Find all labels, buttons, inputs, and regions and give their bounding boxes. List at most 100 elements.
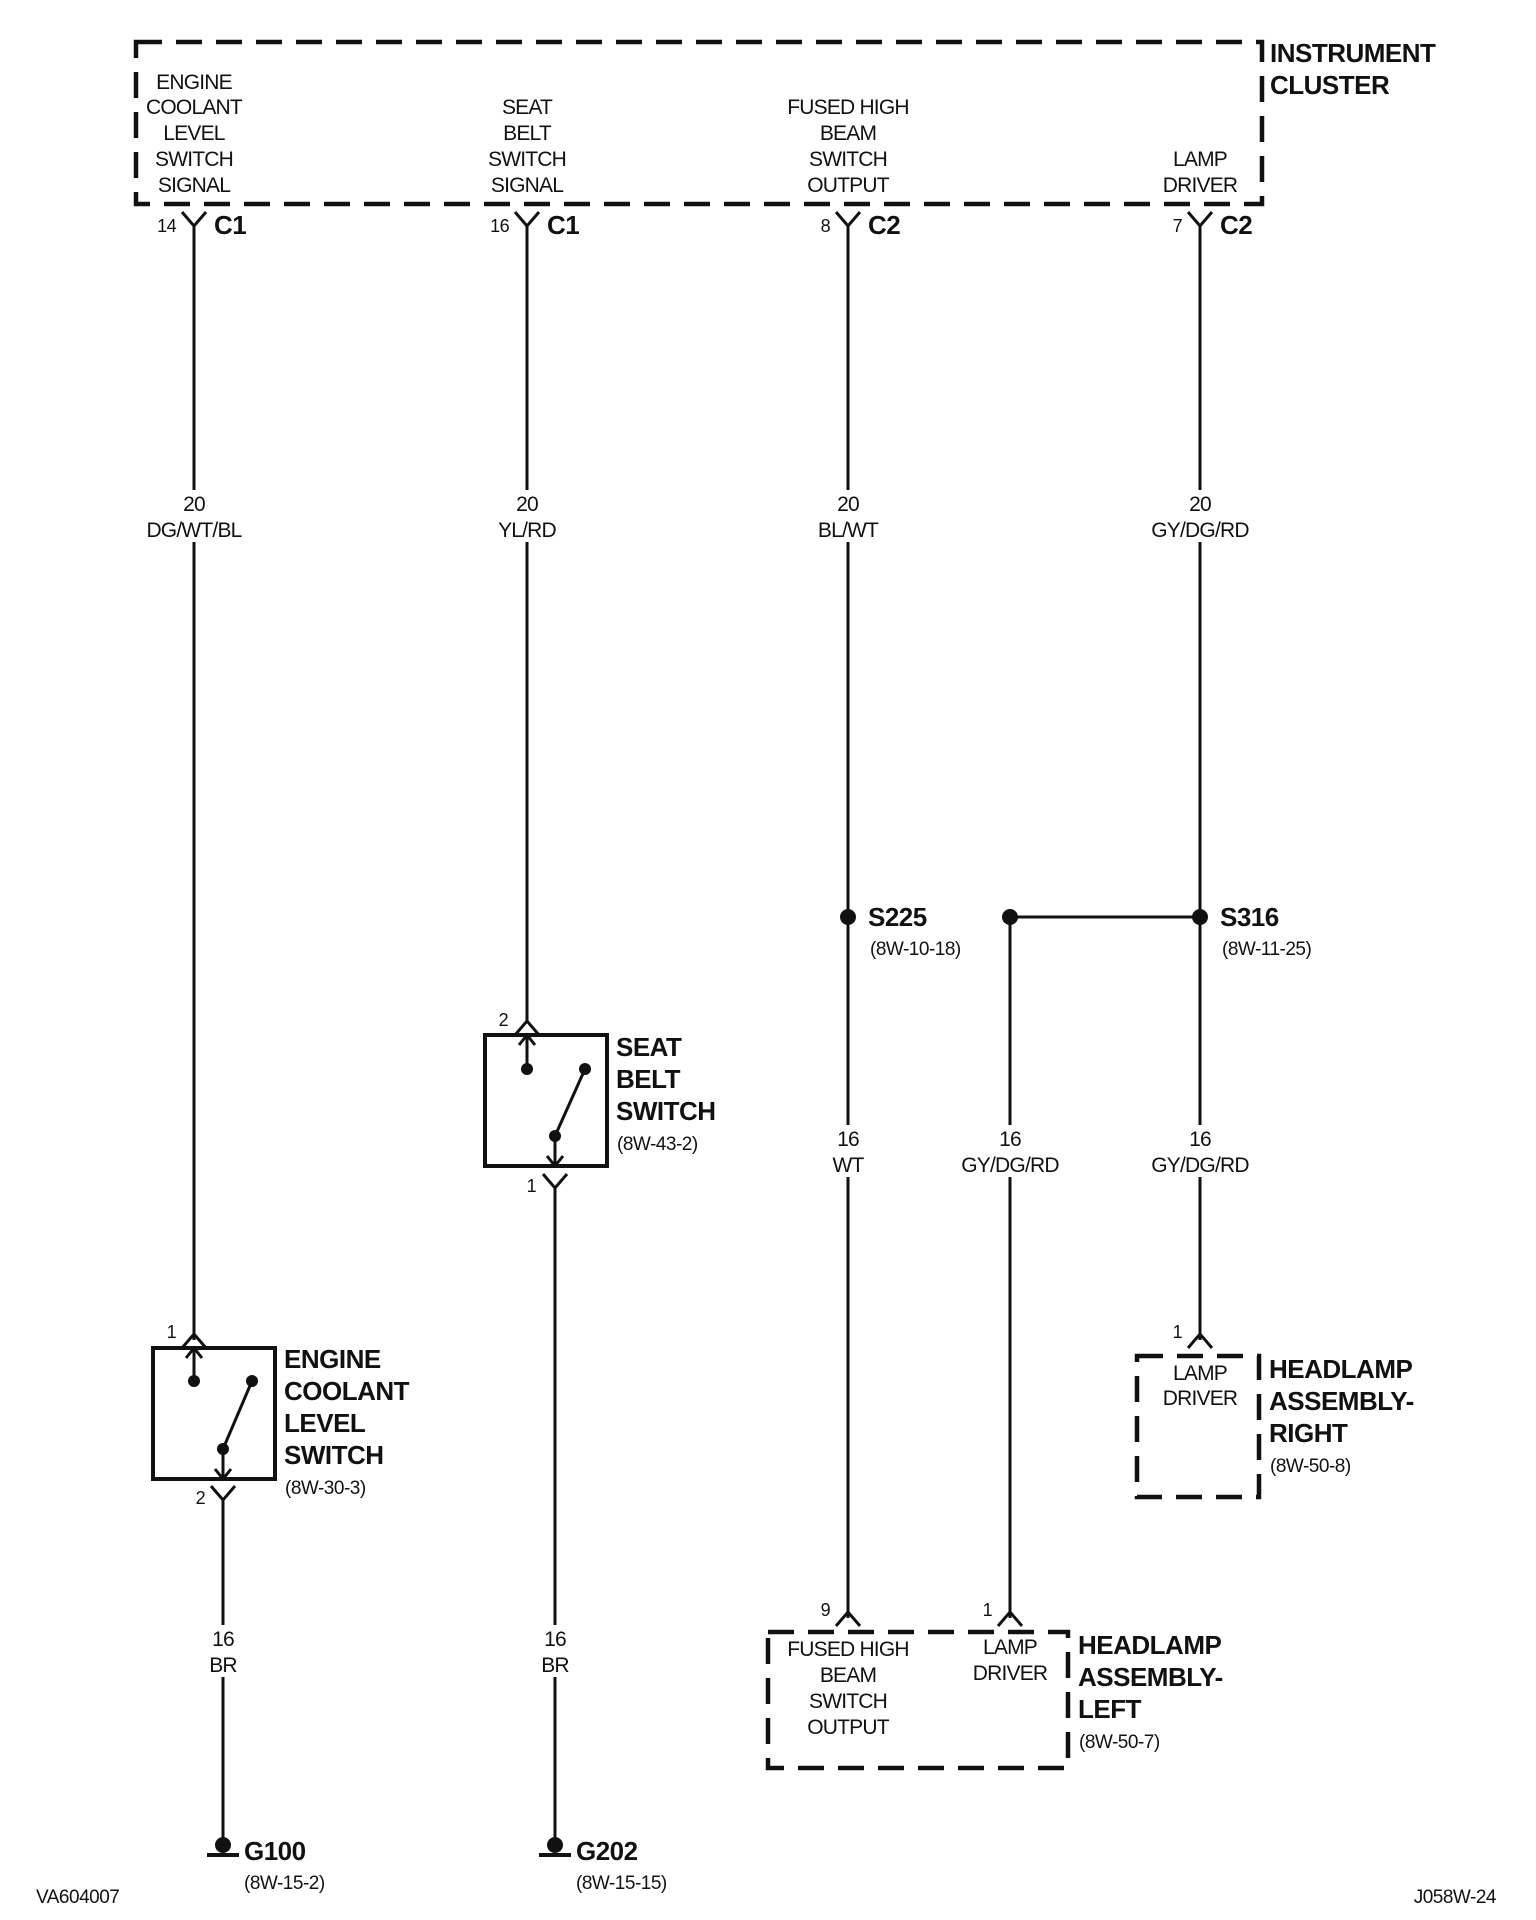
svg-text:14: 14 (157, 216, 176, 236)
svg-text:G202: G202 (576, 1836, 638, 1866)
svg-text:ASSEMBLY-: ASSEMBLY- (1078, 1662, 1223, 1692)
cluster-pin-lamp-label: LAMP DRIVER (1163, 148, 1239, 197)
svg-text:(8W-15-2): (8W-15-2) (244, 1873, 325, 1894)
svg-text:BELT: BELT (503, 122, 552, 145)
svg-text:LAMP: LAMP (983, 1636, 1037, 1659)
svg-text:(8W-50-8): (8W-50-8) (1270, 1456, 1351, 1477)
headlamp-right-outline (1134, 1353, 1262, 1500)
switch-contact (221, 1380, 254, 1450)
wire-gauge: 16 (1189, 1128, 1211, 1151)
connector-pin-7: 7 C2 (1173, 210, 1253, 240)
wire-color: DG/WT/BL (146, 519, 241, 542)
switch-contact (553, 1068, 587, 1137)
splice-s225: S225 (8W-10-18) (840, 902, 961, 960)
cluster-pin-highbeam-label: FUSED HIGH BEAM SWITCH OUTPUT (787, 96, 909, 197)
instrument-cluster-title-1: INSTRUMENT (1270, 38, 1436, 68)
wire-gauge: 20 (837, 493, 859, 516)
svg-text:LEVEL: LEVEL (284, 1408, 366, 1438)
svg-text:8: 8 (821, 216, 831, 236)
svg-text:C1: C1 (547, 210, 579, 240)
svg-text:RIGHT: RIGHT (1269, 1418, 1348, 1448)
ground-g202: G202 (8W-15-15) (539, 1836, 667, 1894)
wire-seatbelt-ground: 16 BR (530, 1625, 580, 1677)
svg-text:1: 1 (1173, 1322, 1183, 1342)
svg-text:COOLANT: COOLANT (146, 96, 243, 119)
instrument-cluster-outline (133, 39, 1265, 207)
svg-text:SWITCH: SWITCH (284, 1440, 384, 1470)
connector-pin-14: 14 C1 (157, 210, 247, 240)
connector-pin-16: 16 C1 (490, 210, 580, 240)
svg-text:COOLANT: COOLANT (284, 1376, 410, 1406)
svg-text:(8W-15-15): (8W-15-15) (576, 1873, 667, 1894)
headlamp-assembly-right: 1 LAMP DRIVER HEADLAMP ASSEMBLY- RIGHT (… (1134, 1322, 1414, 1500)
svg-text:SWITCH: SWITCH (155, 148, 233, 171)
svg-text:9: 9 (821, 1600, 831, 1620)
svg-text:SWITCH: SWITCH (616, 1096, 716, 1126)
cluster-pin-seatbelt-label: SEAT BELT SWITCH SIGNAL (488, 96, 567, 197)
wire-color: GY/DG/RD (1151, 1154, 1249, 1177)
svg-text:DRIVER: DRIVER (973, 1662, 1048, 1685)
svg-text:SEAT: SEAT (616, 1032, 682, 1062)
svg-text:DRIVER: DRIVER (1163, 1387, 1238, 1410)
svg-text:S225: S225 (868, 902, 927, 932)
wire-lamp-driver: 20 GY/DG/RD 16 GY/DG/RD 16 GY/DG/RD (958, 226, 1252, 1618)
ground-g100: G100 (8W-15-2) (207, 1836, 325, 1894)
svg-text:SIGNAL: SIGNAL (158, 174, 230, 197)
wire-gauge: 16 (212, 1628, 234, 1651)
wire-gauge: 20 (1189, 493, 1211, 516)
figure-code-right: J058W-24 (1414, 1887, 1497, 1908)
seat-belt-switch: 2 1 SEAT BELT SWITCH (8W-43-2) (483, 1010, 716, 1840)
connector-pin-1 (1186, 1331, 1214, 1349)
wire-color: GY/DG/RD (1151, 519, 1249, 542)
connector-pin-1 (180, 1331, 208, 1349)
wire-gauge: 16 (837, 1128, 859, 1151)
wire-color: BL/WT (818, 519, 879, 542)
svg-text:BELT: BELT (616, 1064, 681, 1094)
wire-seatbelt-signal: 20 YL/RD (480, 226, 574, 1023)
svg-text:(8W-50-7): (8W-50-7) (1079, 1732, 1160, 1753)
svg-text:16: 16 (490, 216, 509, 236)
svg-text:SWITCH: SWITCH (809, 1690, 887, 1713)
svg-text:1: 1 (167, 1322, 177, 1342)
svg-text:C2: C2 (868, 210, 900, 240)
splice-s316: S316 (8W-11-25) (1002, 902, 1312, 960)
svg-text:BEAM: BEAM (820, 1664, 876, 1687)
svg-text:LAMP: LAMP (1173, 148, 1227, 171)
wire-color: YL/RD (498, 519, 556, 542)
wire-color: WT (832, 1154, 864, 1177)
svg-text:FUSED HIGH: FUSED HIGH (787, 96, 909, 119)
wire-coolant-ground: 16 BR (198, 1625, 248, 1677)
svg-text:SEAT: SEAT (502, 96, 553, 119)
cluster-pin-coolant-label: ENGINE COOLANT LEVEL SWITCH SIGNAL (146, 71, 244, 197)
figure-code-left: VA604007 (36, 1887, 119, 1908)
wire-color: BR (541, 1654, 569, 1677)
svg-text:BEAM: BEAM (820, 122, 876, 145)
svg-text:LEFT: LEFT (1078, 1694, 1142, 1724)
svg-text:(8W-11-25): (8W-11-25) (1222, 939, 1311, 960)
svg-text:ENGINE: ENGINE (284, 1344, 381, 1374)
seat-belt-switch-box (483, 1033, 609, 1168)
svg-text:SWITCH: SWITCH (809, 148, 887, 171)
wire-gauge: 16 (999, 1128, 1021, 1151)
engine-coolant-switch-box (151, 1346, 277, 1481)
svg-text:C2: C2 (1220, 210, 1252, 240)
svg-text:DRIVER: DRIVER (1163, 174, 1238, 197)
svg-text:(8W-43-2): (8W-43-2) (617, 1134, 698, 1155)
connector-pin-8: 8 C2 (821, 210, 901, 240)
svg-text:2: 2 (196, 1488, 206, 1508)
svg-text:LAMP: LAMP (1173, 1362, 1227, 1385)
connector-pin-1 (541, 1173, 569, 1191)
svg-text:G100: G100 (244, 1836, 306, 1866)
wire-gauge: 20 (183, 493, 205, 516)
instrument-cluster: INSTRUMENT CLUSTER ENGINE COOLANT LEVEL … (133, 38, 1437, 240)
engine-coolant-level-switch: 1 2 ENGINE COOLANT LEVEL SWITCH (8W-30-3… (151, 1322, 410, 1840)
svg-text:2: 2 (499, 1010, 509, 1030)
svg-text:S316: S316 (1220, 902, 1279, 932)
svg-text:ENGINE: ENGINE (156, 71, 233, 94)
wire-gauge: 16 (544, 1628, 566, 1651)
svg-text:1: 1 (983, 1600, 993, 1620)
svg-text:7: 7 (1173, 216, 1183, 236)
connector-pin-1 (996, 1609, 1024, 1627)
wire-coolant-signal: 20 DG/WT/BL (140, 226, 248, 1340)
